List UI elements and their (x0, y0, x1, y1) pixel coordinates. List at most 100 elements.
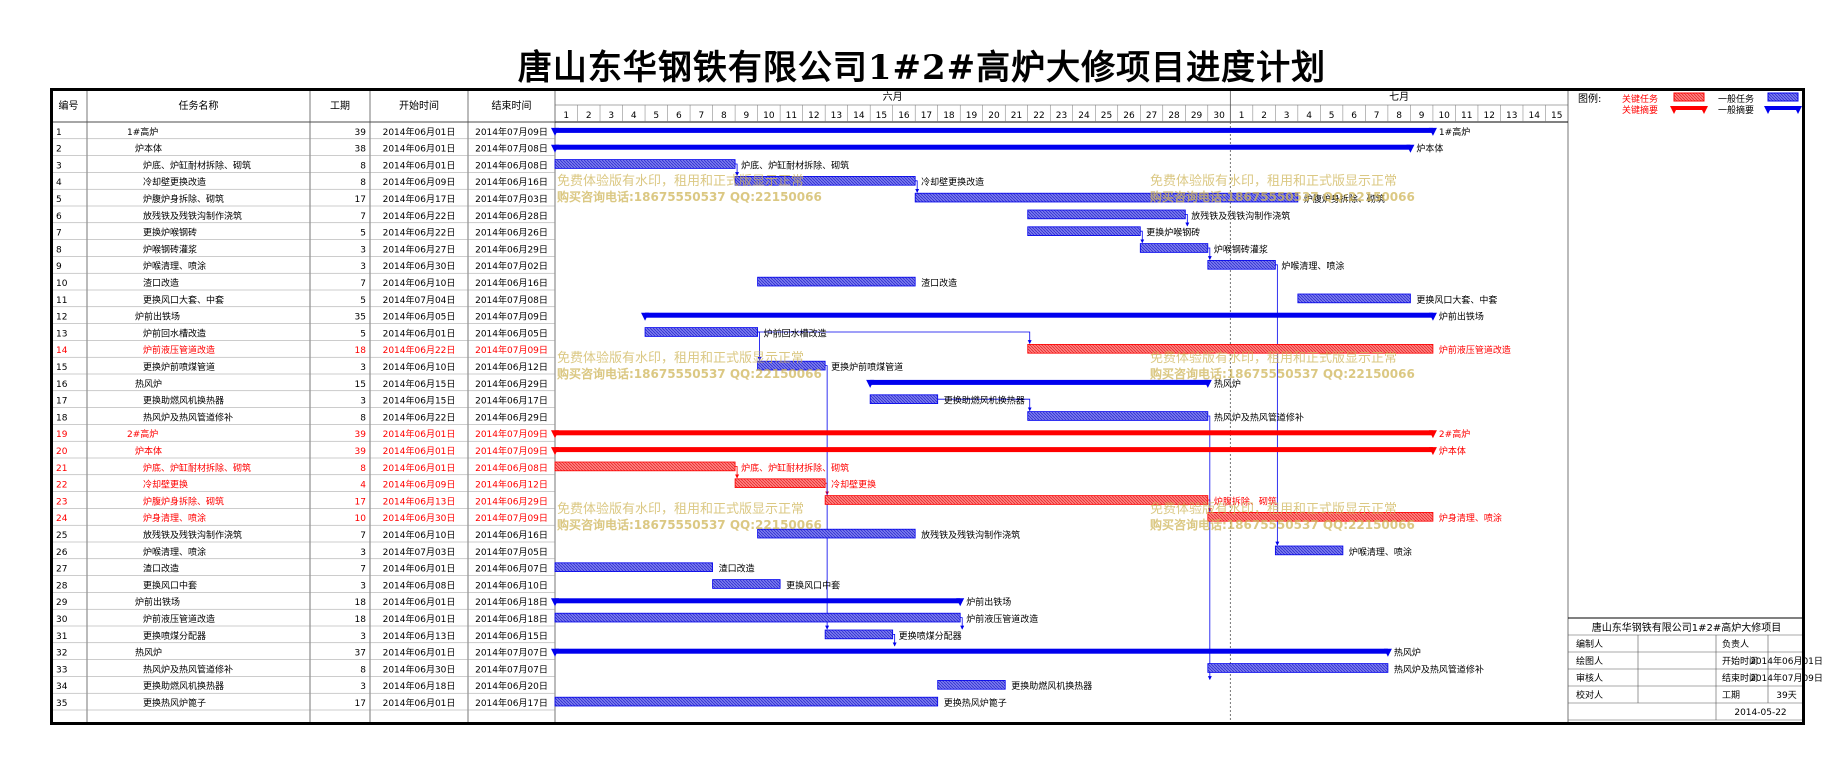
info-key: 负责人 (1722, 638, 1749, 650)
task-id: 2 (56, 145, 62, 155)
task-end: 2014年07月07日 (475, 663, 548, 675)
task-duration: 8 (360, 413, 366, 423)
task-end: 2014年07月08日 (475, 143, 548, 155)
summary-bar (555, 598, 961, 604)
task-id: 25 (56, 531, 67, 541)
task-duration: 39 (355, 430, 367, 440)
task-start: 2014年06月01日 (383, 697, 456, 709)
summary-bar (555, 127, 1433, 133)
task-duration: 5 (360, 229, 366, 239)
info-key: 结束时间 (1722, 672, 1758, 684)
task-bar (1027, 343, 1434, 354)
task-duration: 7 (360, 279, 366, 289)
watermark-line1: 免费体验版有水印，租用和正式版显示正常 (1150, 173, 1397, 189)
task-id: 7 (56, 229, 62, 239)
task-bar (1139, 243, 1209, 253)
task-duration: 5 (360, 296, 366, 306)
watermark-line2: 购买咨询电话:18675550537 QQ:22150066 (557, 366, 822, 381)
dependency-arrow (1207, 247, 1212, 261)
task-start: 2014年06月01日 (383, 428, 456, 440)
task-id: 14 (56, 346, 68, 356)
task-end: 2014年07月05日 (475, 546, 548, 558)
watermark-line1: 免费体验版有水印，租用和正式版显示正常 (557, 350, 804, 366)
bar-label: 放残铁及残铁沟制作浇筑 (1191, 210, 1290, 222)
task-start: 2014年06月27日 (383, 243, 456, 255)
task-start: 2014年06月01日 (383, 613, 456, 625)
task-duration: 38 (355, 145, 367, 155)
info-key: 审核人 (1576, 672, 1603, 684)
task-bar (937, 680, 1006, 690)
info-company: 唐山东华钢铁有限公司1#2#高炉大修项目 (1592, 621, 1781, 634)
task-name: 2#高炉 (127, 428, 158, 440)
header-name: 任务名称 (179, 99, 219, 112)
task-bar (1274, 545, 1344, 556)
info-date: 2014-05-22 (1734, 708, 1786, 718)
bar-label: 炉前出铁场 (1439, 311, 1484, 323)
day-label: 22 (1033, 111, 1044, 121)
task-start: 2014年06月05日 (383, 311, 456, 323)
task-duration: 3 (360, 548, 366, 558)
task-end: 2014年07月09日 (475, 344, 548, 356)
task-end: 2014年06月05日 (475, 327, 548, 339)
task-start: 2014年06月22日 (383, 411, 456, 423)
task-end: 2014年06月08日 (475, 462, 548, 474)
summary-cap-start (866, 379, 875, 388)
task-name: 更换助燃风机换热器 (143, 680, 224, 692)
task-end: 2014年06月10日 (475, 579, 548, 591)
day-label: 10 (1438, 111, 1450, 121)
info-key: 工期 (1722, 690, 1740, 701)
dependency-arrow (825, 365, 830, 630)
watermark-line2: 购买咨询电话:18675550537 QQ:22150066 (557, 189, 822, 204)
task-duration: 35 (355, 313, 366, 323)
task-id: 31 (56, 632, 67, 642)
task-duration: 8 (360, 178, 366, 188)
task-name: 更换喷煤分配器 (143, 630, 206, 642)
day-label: 14 (1529, 111, 1541, 121)
task-name: 冷却壁更换 (143, 479, 188, 491)
dependency-arrow (892, 634, 897, 647)
task-name: 炉喉清理、喷涂 (143, 260, 206, 272)
task-bar (554, 696, 939, 707)
bar-label: 炉喉清理、喷涂 (1349, 546, 1412, 558)
task-start: 2014年06月15日 (383, 378, 456, 390)
task-name: 1#高炉 (127, 126, 158, 138)
task-end: 2014年06月12日 (475, 361, 548, 373)
task-id: 22 (56, 481, 67, 491)
day-label: 19 (966, 111, 978, 121)
task-start: 2014年07月03日 (383, 546, 456, 558)
task-id: 20 (56, 447, 68, 457)
task-duration: 18 (355, 615, 367, 625)
day-label: 3 (608, 111, 614, 121)
task-end: 2014年06月16日 (475, 176, 548, 188)
task-start: 2014年06月01日 (383, 462, 456, 474)
header-id: 编号 (59, 99, 79, 112)
task-id: 4 (56, 178, 62, 188)
task-name: 炉本体 (135, 445, 162, 457)
summary-cap-start (551, 447, 559, 456)
task-end: 2014年07月03日 (475, 193, 548, 205)
task-name: 炉前出铁场 (135, 311, 180, 323)
task-start: 2014年06月08日 (383, 579, 456, 591)
bar-label: 更换风口大套、中套 (1416, 294, 1497, 306)
day-label: 27 (1146, 111, 1157, 121)
task-duration: 7 (360, 212, 366, 222)
task-bar (712, 579, 781, 589)
task-duration: 17 (355, 497, 366, 507)
task-id: 16 (56, 380, 68, 390)
task-duration: 7 (360, 531, 366, 541)
task-end: 2014年07月02日 (475, 260, 548, 272)
legend-critical-task-swatch (1673, 92, 1705, 102)
bar-label: 更换助燃风机换热器 (1011, 680, 1092, 692)
day-label: 16 (898, 111, 910, 121)
task-end: 2014年07月09日 (475, 428, 548, 440)
task-name: 炉腹炉身拆除、砌筑 (143, 495, 224, 507)
task-end: 2014年06月29日 (475, 411, 548, 423)
summary-bar (555, 430, 1433, 436)
page-title: 唐山东华钢铁有限公司1#2#高炉大修项目进度计划 (517, 48, 1327, 88)
task-duration: 17 (355, 699, 366, 709)
info-key: 开始时间 (1722, 655, 1758, 667)
task-bar (554, 461, 736, 472)
day-label: 17 (921, 111, 932, 121)
task-end: 2014年07月09日 (475, 311, 548, 323)
task-start: 2014年07月04日 (383, 294, 456, 306)
